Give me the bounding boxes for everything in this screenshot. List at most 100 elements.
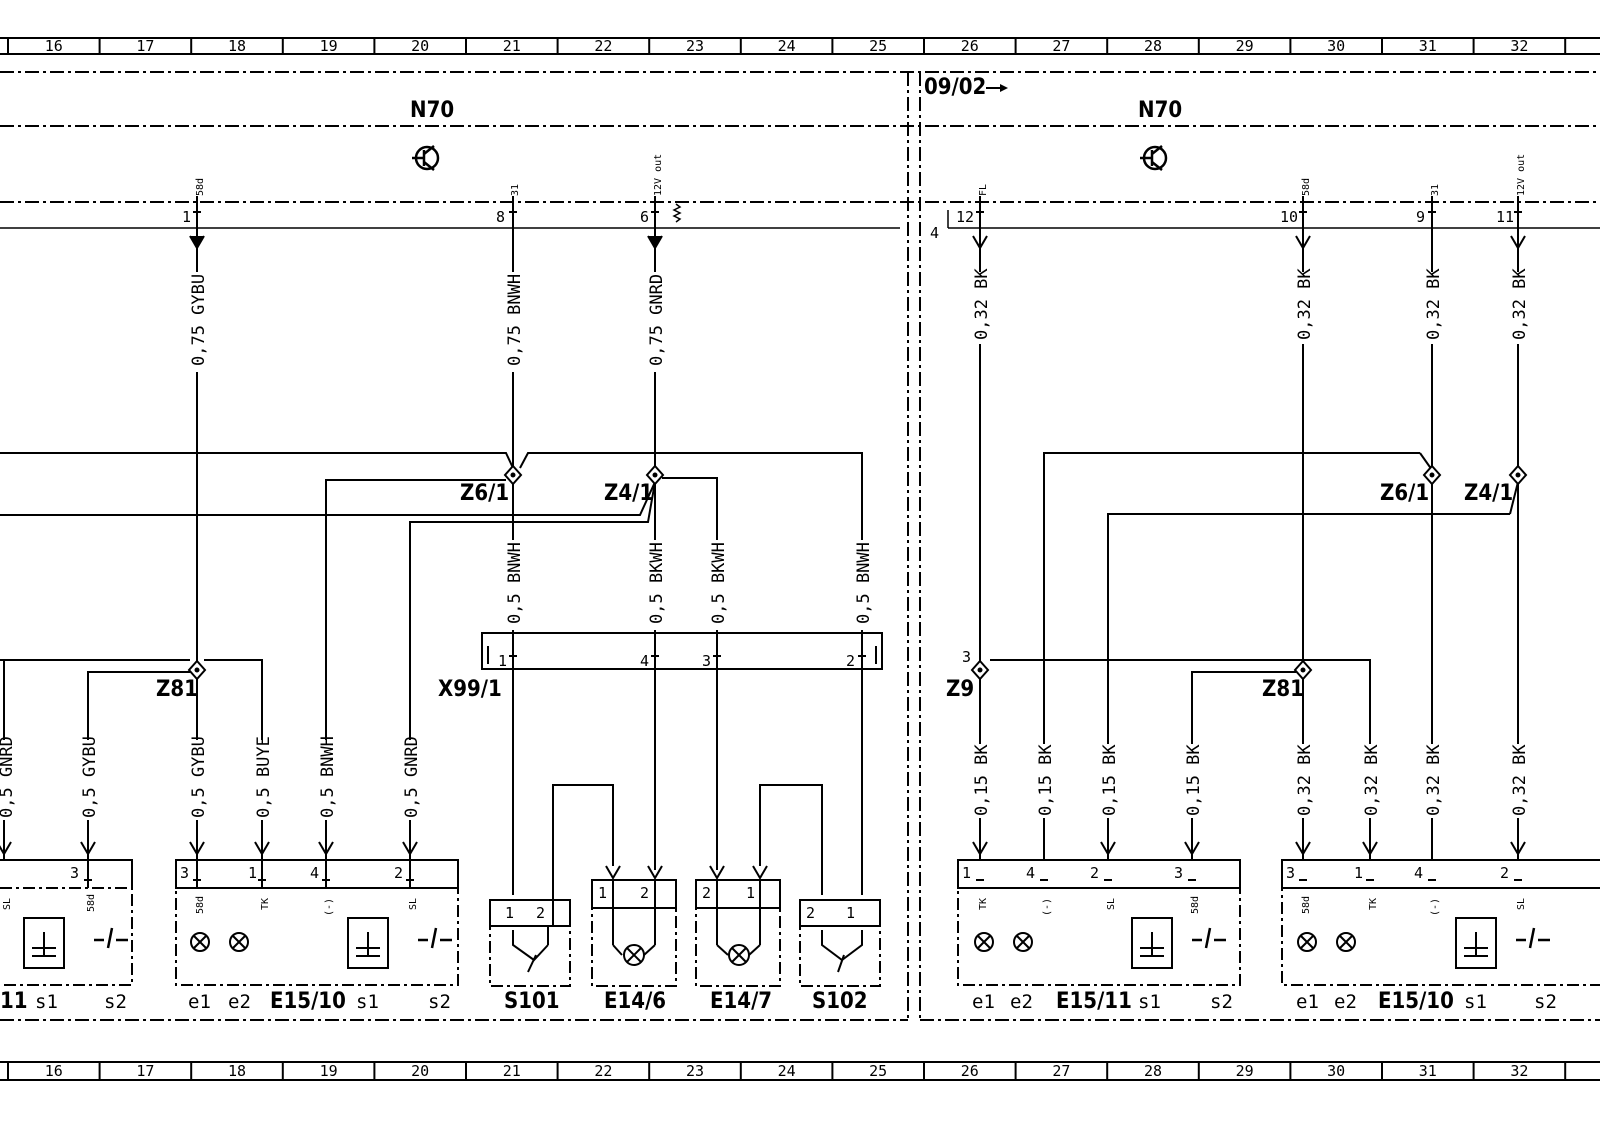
pin-num: 2 bbox=[394, 864, 403, 882]
module-bus bbox=[0, 210, 1600, 229]
pin-num: 2 bbox=[702, 884, 711, 902]
pin-signal: 31 bbox=[510, 184, 521, 196]
component-box-e14-7 bbox=[695, 784, 823, 987]
wire-label: 0,5 GYBU bbox=[80, 736, 100, 818]
module-pins-right bbox=[976, 196, 1522, 213]
date-marker: 09/02 bbox=[924, 75, 986, 100]
grid-column-label: 21 bbox=[503, 1062, 521, 1080]
module-frame bbox=[0, 71, 1600, 1021]
sub-label: s2 bbox=[1534, 991, 1557, 1013]
wire-label: 0,32 BK bbox=[1295, 744, 1315, 816]
component-label: E14/6 bbox=[604, 989, 666, 1014]
grid-column-label: 24 bbox=[778, 1062, 796, 1080]
component-label: 11 bbox=[0, 989, 28, 1014]
grid-column-label: 16 bbox=[45, 1062, 63, 1080]
wire-label: 0,32 BK bbox=[972, 268, 992, 340]
pin-num: 1 bbox=[598, 884, 607, 902]
component-label: E15/10 bbox=[270, 989, 346, 1014]
pin-num: 11 bbox=[1496, 208, 1514, 226]
wire-label: 0,15 BK bbox=[972, 744, 992, 816]
pin-signal: 58d bbox=[1301, 896, 1312, 914]
grid-column-label: 18 bbox=[228, 1062, 246, 1080]
splice-label: Z81 bbox=[156, 677, 198, 702]
grid-column-label: 28 bbox=[1144, 1062, 1162, 1080]
module-label-left: N70 bbox=[410, 98, 454, 123]
pin-num: 6 bbox=[640, 208, 649, 226]
transistor-icon bbox=[1140, 145, 1168, 171]
lamp-icon bbox=[190, 932, 210, 952]
sub-label: s1 bbox=[356, 991, 379, 1013]
pin-signal: SL bbox=[408, 898, 419, 910]
sub-label: e2 bbox=[228, 991, 251, 1013]
grid-column-label: 26 bbox=[961, 37, 979, 55]
pin-num: 4 bbox=[1414, 864, 1423, 882]
pin-num: 4 bbox=[1026, 864, 1035, 882]
pin-num: 1 bbox=[182, 208, 191, 226]
pin-num: 10 bbox=[1280, 208, 1298, 226]
wire-label: 0,5 BKWH bbox=[709, 542, 729, 624]
pin-signal: TK bbox=[1368, 898, 1379, 910]
pin-num: 8 bbox=[496, 208, 505, 226]
grid-column-label: 24 bbox=[778, 37, 796, 55]
wire-label: 0,5 BNWH bbox=[318, 736, 338, 818]
lamp-icon bbox=[1013, 932, 1033, 952]
pin-signal: (-) bbox=[324, 898, 335, 916]
pin-num: 1 bbox=[248, 864, 257, 882]
lamp-icon bbox=[1336, 932, 1356, 952]
component-label: E14/7 bbox=[710, 989, 772, 1014]
pin-signal: 31 bbox=[1430, 184, 1441, 196]
component-label: E15/11 bbox=[1056, 989, 1132, 1014]
lamp-icon bbox=[229, 932, 249, 952]
component-box-s102 bbox=[799, 899, 881, 987]
reading-lamp-icon bbox=[23, 917, 65, 969]
transistor-icon bbox=[412, 145, 440, 171]
component-box-e15-10-left bbox=[175, 854, 459, 986]
grid-column-label: 22 bbox=[594, 37, 612, 55]
wire-label: 0,15 BK bbox=[1036, 744, 1056, 816]
grid-column-label: 32 bbox=[1510, 37, 1528, 55]
wire-label: 0,32 BK bbox=[1510, 268, 1530, 340]
grid-ruler-top bbox=[0, 37, 1600, 55]
switch-icon bbox=[418, 927, 452, 949]
component-label: S102 bbox=[812, 989, 868, 1014]
component-label: S101 bbox=[504, 989, 560, 1014]
connector-x99-1 bbox=[481, 632, 883, 895]
pin-num: 3 bbox=[1286, 864, 1295, 882]
grid-column-label: 25 bbox=[869, 37, 887, 55]
grid-column-label: 20 bbox=[411, 37, 429, 55]
pin-signal: 58d bbox=[195, 178, 206, 196]
wire-label: 0,75 GYBU bbox=[189, 274, 209, 366]
pin-signal: SL bbox=[2, 898, 13, 910]
sub-label: s1 bbox=[35, 991, 58, 1013]
pin-signal: FL bbox=[978, 184, 989, 196]
module-pins-left bbox=[193, 196, 659, 213]
grid-column-label: 29 bbox=[1236, 37, 1254, 55]
pin-num: 1 bbox=[505, 904, 514, 922]
wire-label: 0,5 GNRD bbox=[402, 736, 422, 818]
sub-label: e1 bbox=[1296, 991, 1319, 1013]
wire-label: 0,32 BK bbox=[1424, 744, 1444, 816]
module-label-right: N70 bbox=[1138, 98, 1182, 123]
grid-column-label: 30 bbox=[1327, 37, 1345, 55]
sub-label: e2 bbox=[1010, 991, 1033, 1013]
grid-column-label: 27 bbox=[1052, 37, 1070, 55]
wire-label: 0,32 BK bbox=[1295, 268, 1315, 340]
pin-signal: SL bbox=[1106, 898, 1117, 910]
pin-num: 1 bbox=[962, 864, 971, 882]
wire-label: 0,5 GNRD bbox=[0, 736, 17, 818]
grid-column-label: 17 bbox=[136, 1062, 154, 1080]
pin-num: 3 bbox=[1174, 864, 1183, 882]
resistor-icon bbox=[672, 203, 682, 223]
lamp-icon bbox=[974, 932, 994, 952]
pin-num: 12 bbox=[956, 208, 974, 226]
splice-node bbox=[187, 464, 665, 681]
grid-column-label: 19 bbox=[320, 37, 338, 55]
pin-num: 9 bbox=[1416, 208, 1425, 226]
component-box-partial bbox=[0, 859, 133, 986]
wire-label: 0,5 BNWH bbox=[505, 542, 525, 624]
arrow-down-icons bbox=[972, 235, 1526, 250]
sub-label: e2 bbox=[1334, 991, 1357, 1013]
wire-label: 0,75 GNRD bbox=[647, 274, 667, 366]
wire-label: 0,32 BK bbox=[1362, 744, 1382, 816]
